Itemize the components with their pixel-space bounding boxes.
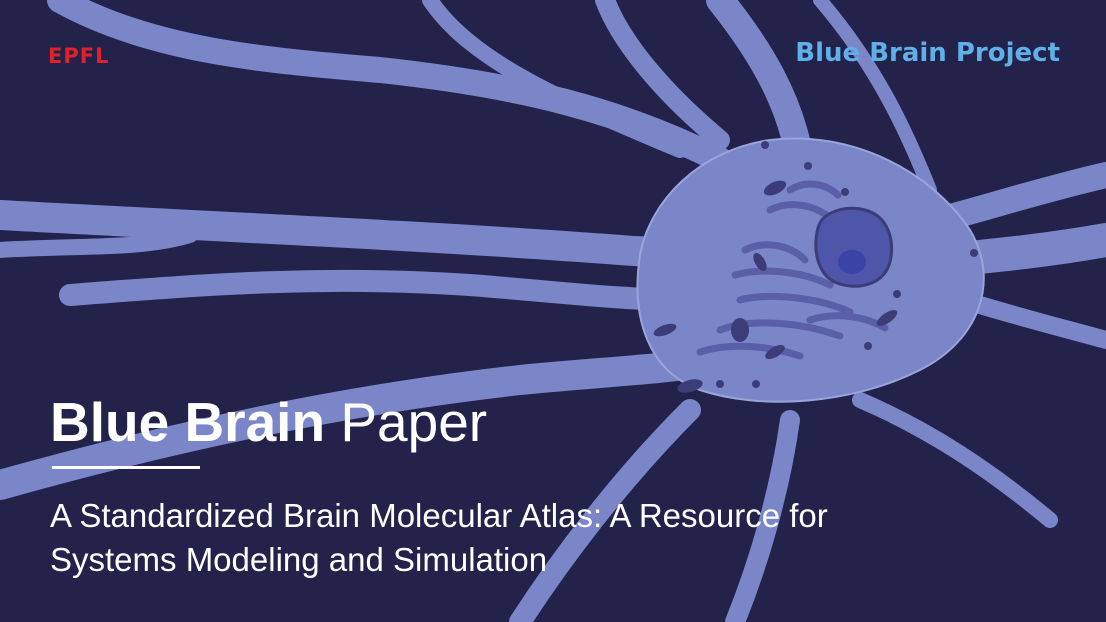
paper-title-line-2: Systems Modeling and Simulation xyxy=(50,540,548,578)
nucleus-shape xyxy=(814,206,894,288)
headline-rest: Paper xyxy=(340,391,488,453)
headline: Blue Brain Paper xyxy=(50,392,487,453)
headline-bold: Blue Brain xyxy=(50,391,326,453)
divider-line xyxy=(52,466,200,469)
epfl-logo: EPFL xyxy=(48,44,110,68)
project-name: Blue Brain Project xyxy=(795,38,1060,68)
paper-title: A Standardized Brain Molecular Atlas: A … xyxy=(50,494,1050,581)
paper-title-line-1: A Standardized Brain Molecular Atlas: A … xyxy=(50,497,828,534)
